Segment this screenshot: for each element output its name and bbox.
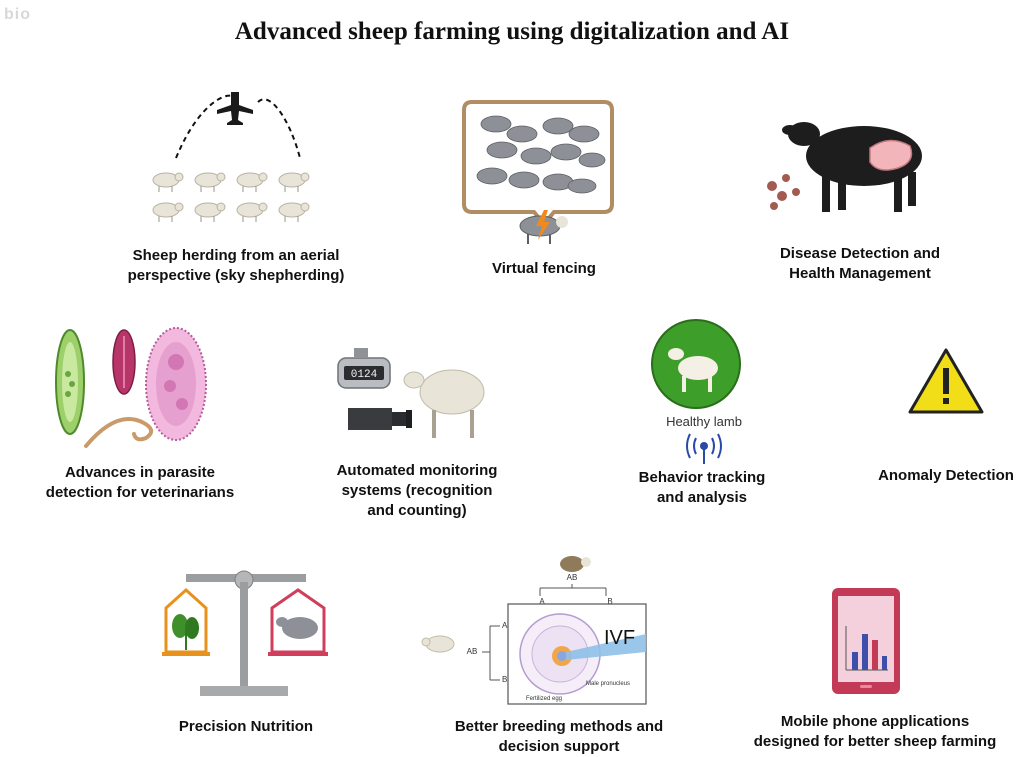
watermark: bio (4, 6, 31, 23)
lightning-icon (536, 210, 550, 240)
escaping-sheep (519, 210, 568, 244)
grey-sheep-herd (476, 115, 606, 194)
lamb-icon (668, 348, 718, 392)
sheep-house (268, 588, 328, 656)
balance-scale-icon (186, 570, 306, 696)
caption-precision-nutrition: Precision Nutrition (178, 718, 314, 735)
caption-virtual-fencing: Virtual fencing (492, 260, 596, 277)
virtual-fence-illustration (462, 100, 614, 244)
healthy-lamb-label: Healthy lamb (666, 414, 742, 429)
svg-text:A: A (539, 597, 545, 606)
behavior-illustration: Healthy lamb (651, 319, 742, 464)
page-title: Advanced sheep farming using digitalizat… (234, 18, 790, 45)
svg-text:Male pronucleus: Male pronucleus (586, 681, 630, 687)
plant-house (162, 587, 210, 656)
caption-anomaly-detection: Anomaly Detection (878, 467, 1014, 484)
svg-text:IVF: IVF (604, 627, 635, 649)
parasite-illustration (55, 327, 207, 448)
warning-icon (908, 348, 984, 414)
offspring-sheep (421, 635, 455, 653)
camera-icon (348, 408, 412, 430)
svg-text:Fertilized egg: Fertilized egg (526, 696, 562, 702)
svg-text:A: A (502, 621, 508, 630)
scale-illustration (162, 570, 328, 696)
svg-text:AB: AB (567, 573, 578, 582)
disease-sheep-illustration (767, 122, 922, 212)
parent-sheep (560, 556, 591, 572)
organ-icon (869, 139, 913, 171)
airplane-icon (217, 92, 253, 125)
green-egg (55, 329, 85, 435)
pipette-icon (566, 634, 646, 660)
signal-icon (686, 433, 722, 464)
tally-counter-icon: 0124 (337, 348, 391, 389)
virus-icons (767, 174, 800, 210)
svg-text:0124: 0124 (351, 369, 378, 381)
sheep-figure (403, 369, 485, 438)
svg-text:B: B (502, 675, 507, 684)
sheep-flock (152, 172, 310, 222)
svg-text:AB: AB (467, 647, 478, 656)
phone-illustration (832, 588, 900, 694)
bar-chart-icon (845, 626, 888, 671)
pink-parasite (145, 327, 207, 441)
fertilized-egg-icon (519, 613, 601, 695)
breeding-illustration: AB A B AB A B IVF Male pronucleus Fertil… (421, 556, 647, 705)
monitoring-illustration: 0124 (337, 348, 485, 438)
worm (84, 417, 154, 448)
svg-text:B: B (607, 597, 612, 606)
sky-shepherding-illustration (152, 92, 310, 222)
red-parasite (112, 329, 136, 395)
